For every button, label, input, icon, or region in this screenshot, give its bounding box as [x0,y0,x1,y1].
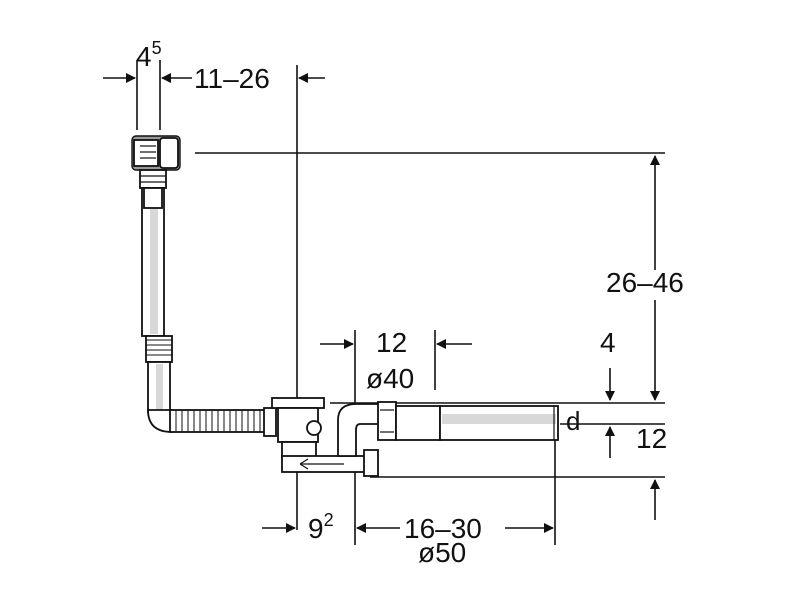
label-4: 4 [600,327,616,358]
label-16-30: 16–30 [404,513,482,544]
label-9-2: 92 [308,510,334,544]
label-26-46: 26–46 [606,267,684,298]
extension-lines [136,60,665,545]
drain-trap [271,397,397,477]
overflow-pipe [141,187,173,433]
label-12-right: 12 [636,423,667,454]
dimension-labels: 45 11–26 26–46 12 ø40 4 d 12 92 16–30 ø5… [136,38,684,568]
label-11-26: 11–26 [194,63,270,94]
label-12-top: 12 [376,327,407,358]
overflow-head [131,135,181,189]
label-d: d [566,406,580,436]
outlet-pipe [395,405,559,441]
dimension-arrows [103,73,660,533]
label-4-5: 45 [136,38,162,72]
flexible-hose [169,407,277,437]
label-o40: ø40 [366,363,414,394]
label-o50: ø50 [418,537,466,568]
